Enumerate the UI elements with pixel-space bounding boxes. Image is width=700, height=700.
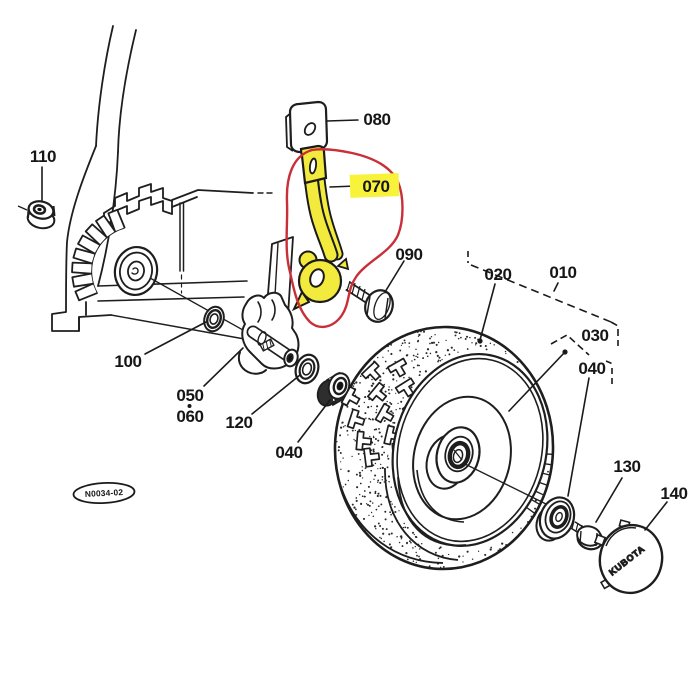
part-label-120: 120 <box>225 413 252 432</box>
selection-circle <box>285 148 404 329</box>
leader-lines <box>41 119 668 531</box>
leader-090 <box>384 260 405 293</box>
wheel-assembly <box>333 325 555 571</box>
leader-140 <box>644 501 668 531</box>
wheel-hub <box>425 426 481 490</box>
plate-hole <box>303 122 317 136</box>
frame-channel <box>179 202 185 272</box>
part-label-060: 060 <box>176 407 203 426</box>
tire-outer <box>333 325 555 571</box>
lever-top-nub <box>336 257 350 271</box>
gear-hub <box>113 245 159 297</box>
frame-roofline <box>171 189 254 208</box>
tire-stipple <box>336 330 549 569</box>
part-label-020: 020 <box>484 265 511 284</box>
part-label-070: 070 <box>362 177 389 196</box>
leader-130 <box>595 477 623 523</box>
fork-lower-flange <box>237 351 267 375</box>
frame-assembly <box>51 25 273 341</box>
part-label-100: 100 <box>114 352 141 371</box>
leader-020-dot <box>477 338 483 344</box>
nut-110 <box>17 200 56 230</box>
spring-pin <box>259 338 275 352</box>
frame-left-outline <box>51 145 112 332</box>
fork-axle-hole <box>286 353 294 363</box>
sector-gear <box>71 208 126 302</box>
part-label-050: 050 <box>176 386 203 405</box>
dash-010-right-elbow <box>610 321 619 346</box>
leader-020 <box>479 283 496 341</box>
frame-neck-2 <box>117 29 137 153</box>
washer-100 <box>203 305 225 333</box>
lever-070-highlighted-part <box>291 144 350 312</box>
label-050-060-dot <box>187 404 192 408</box>
axis-line-right <box>462 462 547 505</box>
caster-fork <box>237 291 300 375</box>
part-label-080: 080 <box>363 110 390 129</box>
part-label-040-right: 040 <box>578 359 605 378</box>
group-bracket-dashes <box>467 251 619 385</box>
part-label-030: 030 <box>581 326 608 345</box>
part-label-040-left: 040 <box>275 443 302 462</box>
frame-bottom-diagonal <box>110 314 251 341</box>
hub-center-squiggle <box>131 267 139 275</box>
part-label-140: 140 <box>660 484 687 503</box>
drawing-code-stamp: N0034-02 <box>72 481 136 505</box>
dash-030-caret <box>550 334 590 356</box>
frame-foot-line <box>78 301 87 332</box>
leader-100 <box>144 321 207 355</box>
hub-cap-140: KUBOTA <box>593 519 664 595</box>
fork-prong-lines <box>257 299 276 323</box>
leader-040-left <box>297 399 331 443</box>
bracket-zigzag-top <box>103 183 173 214</box>
bearing-040-right <box>535 496 576 542</box>
part-label-090: 090 <box>395 245 422 264</box>
plate-080 <box>285 100 329 154</box>
tire-inner-lip <box>340 486 444 564</box>
lever-slot <box>308 157 318 175</box>
leader-120 <box>251 374 301 415</box>
part-labels: 110 080 070 090 100 050 060 120 040 020 … <box>30 110 688 503</box>
leader-030 <box>508 351 566 412</box>
drawing-code-text: N0034-02 <box>85 487 124 499</box>
lever-boss-hole <box>309 268 325 288</box>
leader-010-tick <box>553 282 559 292</box>
part-label-110: 110 <box>30 147 56 166</box>
bearing-040-left <box>316 371 351 407</box>
frame-neck <box>95 25 114 147</box>
label-070-highlight <box>349 173 400 198</box>
dash-040-elbow <box>605 360 614 385</box>
leader-080 <box>326 119 359 122</box>
part-label-130: 130 <box>613 457 640 476</box>
washer-120 <box>294 353 320 385</box>
leader-030-dot <box>562 349 568 355</box>
leader-040-right <box>567 377 590 497</box>
leader-050 <box>203 347 244 387</box>
part-label-010: 010 <box>549 263 576 282</box>
bolt-090 <box>345 280 394 323</box>
